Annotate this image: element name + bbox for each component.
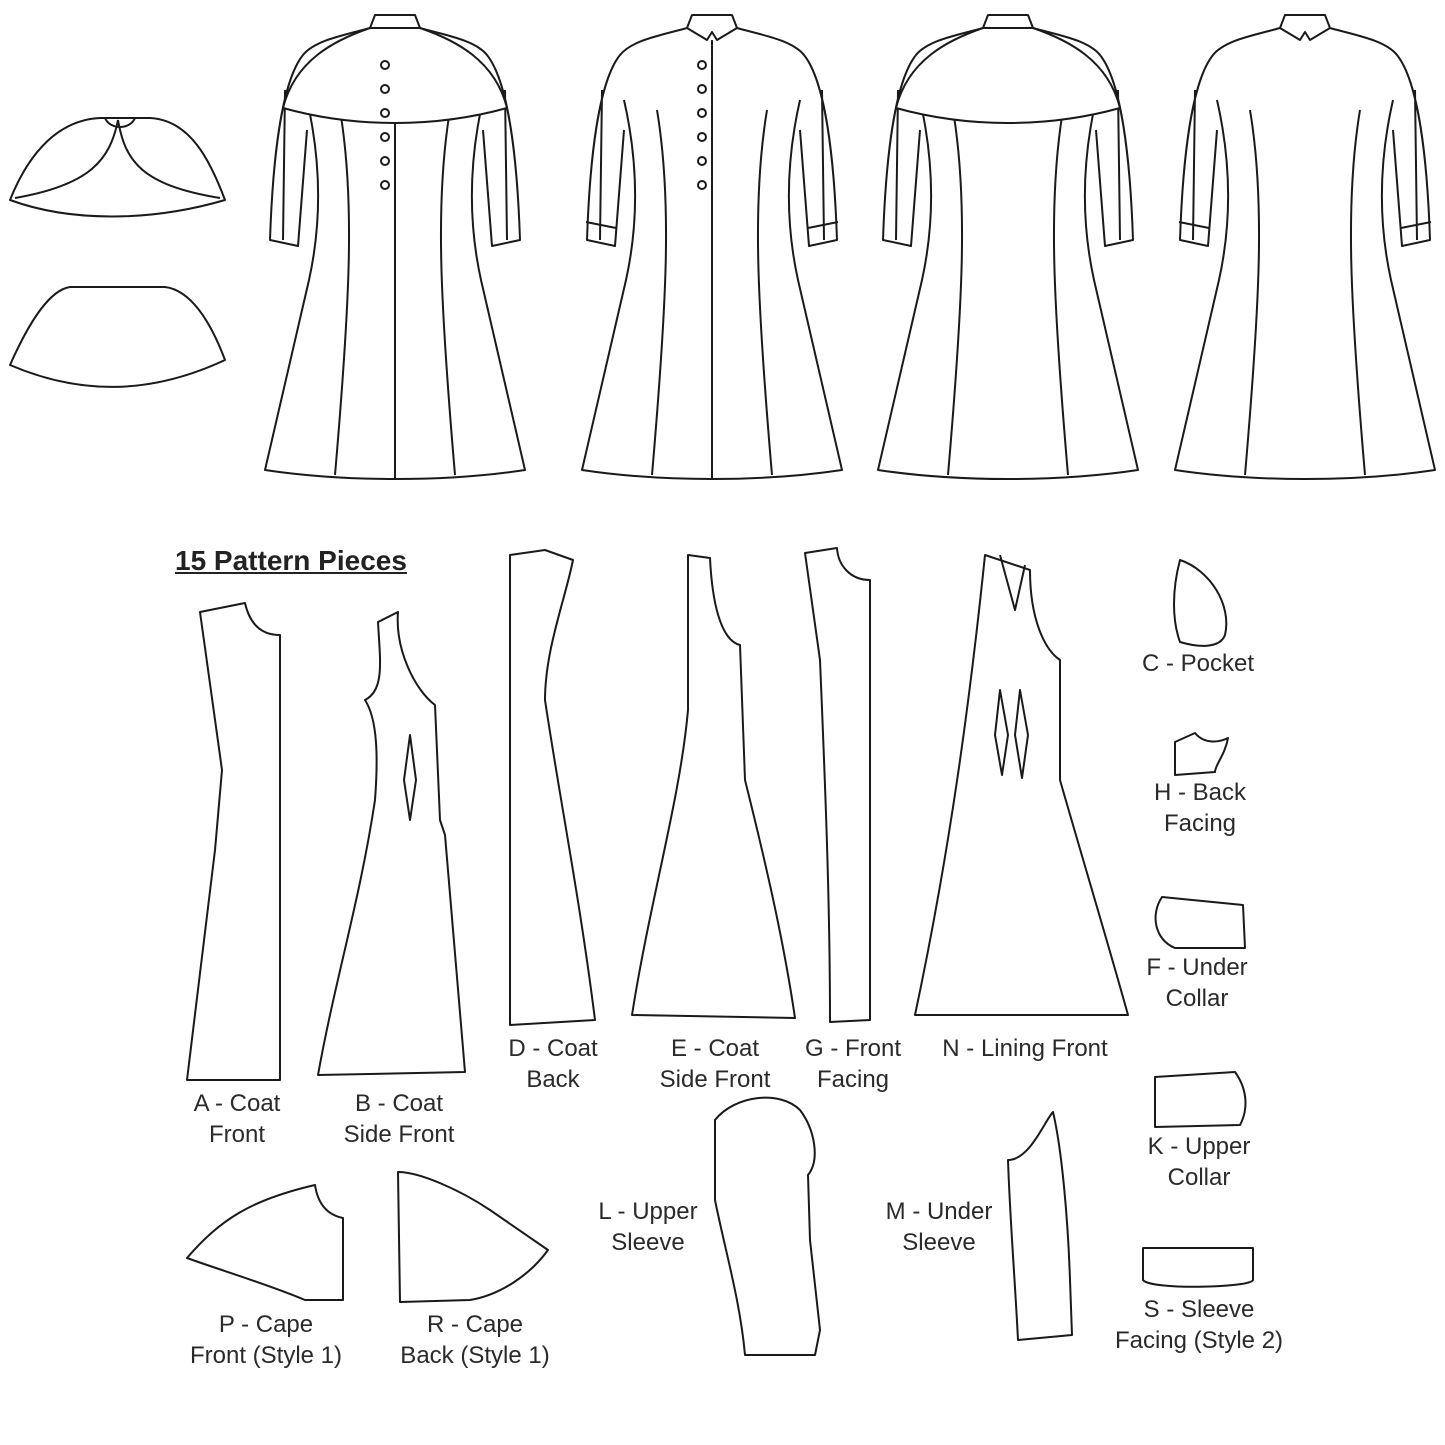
button-icon (380, 84, 390, 94)
label-line: Sleeve (611, 1229, 685, 1256)
piece-h-back-facing (1174, 732, 1229, 776)
piece-g-front-facing (804, 547, 871, 1023)
cape-outline (895, 27, 1121, 124)
label-line: Facing (1163, 810, 1237, 837)
label-line: C - Pocket (1141, 650, 1255, 677)
piece-n-lining-front (914, 554, 1129, 1016)
label-n: N - Lining Front (942, 1033, 1107, 1064)
label-line: F - Under (1146, 954, 1248, 981)
piece-e-coat-side-front (631, 554, 796, 1019)
piece-c-pocket (1173, 559, 1228, 647)
label-line: Front (Style 1) (189, 1342, 343, 1369)
piece-d-coat-back (509, 549, 596, 1026)
button-icon (380, 108, 390, 118)
button-icon (697, 132, 707, 142)
label-line: N - Lining Front (942, 1035, 1108, 1062)
button-icon (697, 60, 707, 70)
button-icon (697, 156, 707, 166)
label-line: D - Coat (508, 1035, 598, 1062)
label-line: P - Cape (218, 1311, 314, 1338)
label-line: E - Coat (670, 1035, 760, 1062)
piece-m-under-sleeve (1007, 1111, 1073, 1341)
label-line: A - Coat (193, 1090, 281, 1117)
coat-outline (877, 14, 1139, 480)
piece-f-under-collar (1154, 896, 1246, 949)
piece-k-upper-collar (1154, 1071, 1247, 1128)
label-line: H - Back (1153, 779, 1247, 806)
label-line: Sleeve (902, 1229, 976, 1256)
label-line: M - Under (885, 1198, 993, 1225)
piece-b-dart (403, 734, 417, 821)
piece-n-darts (994, 554, 1029, 779)
coat-style1-back (877, 14, 1139, 480)
piece-a-coat-front (186, 602, 281, 1081)
coat-style2-back (1174, 14, 1436, 480)
label-line: Facing (Style 2) (1114, 1327, 1284, 1354)
label-line: Back (526, 1066, 580, 1093)
coat-style1-front (264, 14, 526, 480)
label-line: Back (Style 1) (400, 1342, 550, 1369)
piece-r-cape-back (397, 1171, 549, 1303)
label-c: C - Pocket (1142, 648, 1254, 679)
label-line: Side Front (343, 1121, 455, 1148)
label-line: Front (208, 1121, 265, 1148)
coat-outline (581, 14, 843, 480)
label-line: K - Upper (1147, 1133, 1251, 1160)
label-line: L - Upper (598, 1198, 698, 1225)
label-line: Collar (1167, 1164, 1231, 1191)
piece-b-coat-side-front (317, 611, 466, 1076)
piece-l-upper-sleeve (714, 1096, 821, 1356)
button-icon (380, 132, 390, 142)
button-icon (697, 108, 707, 118)
coat-outline (1174, 14, 1436, 480)
coat-style2-front (581, 14, 843, 480)
label-line: Side Front (659, 1066, 771, 1093)
button-icon (697, 84, 707, 94)
capelet-back-view (9, 286, 226, 388)
button-icon (380, 60, 390, 70)
button-icon (380, 180, 390, 190)
capelet-front-view (9, 117, 226, 218)
label-line: Collar (1165, 985, 1229, 1012)
pattern-pieces-heading: 15 Pattern Pieces (175, 545, 407, 576)
label-line: R - Cape (426, 1311, 524, 1338)
label-line: G - Front (804, 1035, 902, 1062)
piece-p-cape-front (186, 1184, 344, 1301)
button-icon (697, 180, 707, 190)
button-icon (380, 156, 390, 166)
piece-s-sleeve-facing (1142, 1247, 1254, 1288)
label-line: Facing (816, 1066, 890, 1093)
label-line: B - Coat (354, 1090, 444, 1117)
cape-outline (282, 27, 508, 124)
label-line: S - Sleeve (1143, 1296, 1255, 1323)
